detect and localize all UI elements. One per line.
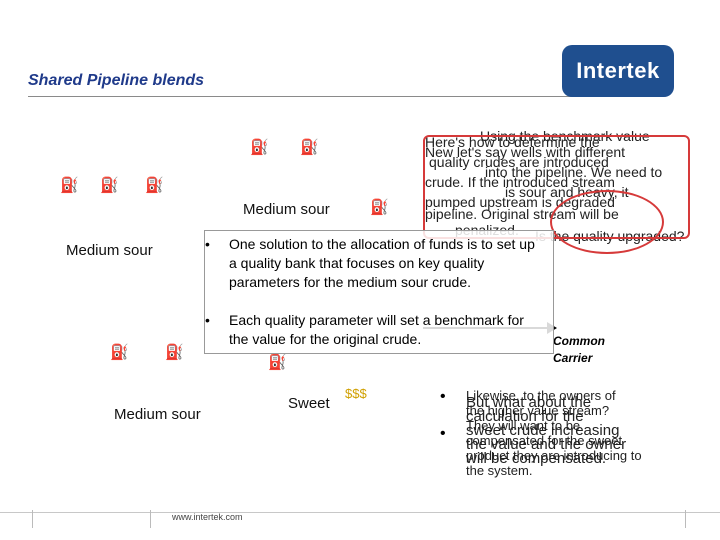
- medium-sour-label: Medium sour: [114, 406, 201, 423]
- medium-sour-label: Medium sour: [243, 201, 330, 218]
- bullet-text: Each quality parameter will set a benchm…: [229, 311, 545, 349]
- highlight-oval: [550, 190, 664, 254]
- overlap-line: will be compensated.: [466, 452, 696, 466]
- footer-separator: [685, 510, 686, 528]
- sweet-label: Sweet: [288, 395, 330, 412]
- slide-title: Shared Pipeline blends: [28, 72, 204, 90]
- bullet-icon: •: [205, 235, 210, 254]
- bullet-icon: •: [440, 388, 446, 406]
- oil-pump-icon: ⛽: [370, 200, 389, 215]
- bullet-text: One solution to the allocation of funds …: [229, 235, 545, 292]
- common-carrier-label: Common Carrier: [553, 333, 623, 367]
- bullet-icon: •: [205, 311, 210, 330]
- bullet-icon: •: [440, 425, 446, 443]
- overlap-text-bottom-2: But what about the calculation for the s…: [466, 396, 696, 466]
- oil-pump-icon: ⛽: [165, 345, 184, 360]
- callout-bullet: • One solution to the allocation of fund…: [205, 235, 545, 292]
- footer-divider: [0, 512, 720, 513]
- callout-bullet: • Each quality parameter will set a benc…: [205, 311, 545, 349]
- callout-box: • One solution to the allocation of fund…: [204, 230, 554, 354]
- footer-separator: [150, 510, 151, 528]
- oil-pump-icon: ⛽: [300, 140, 319, 155]
- footer-url[interactable]: www.intertek.com: [172, 512, 243, 522]
- medium-sour-label: Medium sour: [66, 242, 153, 259]
- intertek-logo: Intertek: [562, 45, 674, 97]
- oil-pump-icon: ⛽: [110, 345, 129, 360]
- footer-separator: [32, 510, 33, 528]
- oil-pump-icon: ⛽: [60, 178, 79, 193]
- dollars-label: $$$: [345, 386, 367, 401]
- oil-pump-icon: ⛽: [268, 355, 287, 370]
- oil-pump-icon: ⛽: [145, 178, 164, 193]
- oil-pump-icon: ⛽: [250, 140, 269, 155]
- oil-pump-icon: ⛽: [100, 178, 119, 193]
- title-divider: [28, 96, 648, 97]
